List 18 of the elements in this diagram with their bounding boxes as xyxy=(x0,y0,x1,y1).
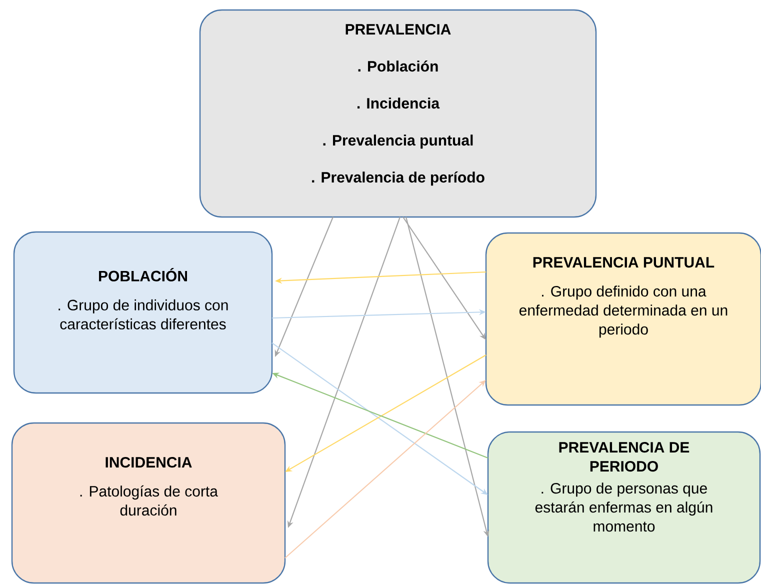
node-text: . Prevalencia de período xyxy=(312,171,484,186)
node-text: . Grupo de personas que estarán enfermas en algún momento xyxy=(535,482,712,532)
node-text: . Grupo definido con una enfermedad determinada en un periodo xyxy=(520,286,728,338)
rounded-box xyxy=(199,9,597,218)
node-text: . Prevalencia puntual xyxy=(323,134,473,149)
node-text: PREVALENCIA xyxy=(346,24,451,35)
rounded-box xyxy=(487,431,761,584)
node-title: PREVALENCIA PUNTUAL xyxy=(533,257,714,268)
node-text: . Patologías de corta duración xyxy=(80,485,218,516)
rounded-box xyxy=(485,232,761,406)
node-text: . Población xyxy=(358,60,438,72)
rounded-box xyxy=(11,422,286,584)
node-title: POBLACIÓN xyxy=(99,268,187,282)
node-title: PREVALENCIA DE PERIODO xyxy=(559,442,690,472)
rounded-box xyxy=(13,231,273,394)
node-text: . Incidencia xyxy=(357,98,440,109)
node-title: INCIDENCIA xyxy=(106,457,192,468)
node-text: . Grupo de individuos con características diferentes xyxy=(58,299,228,330)
